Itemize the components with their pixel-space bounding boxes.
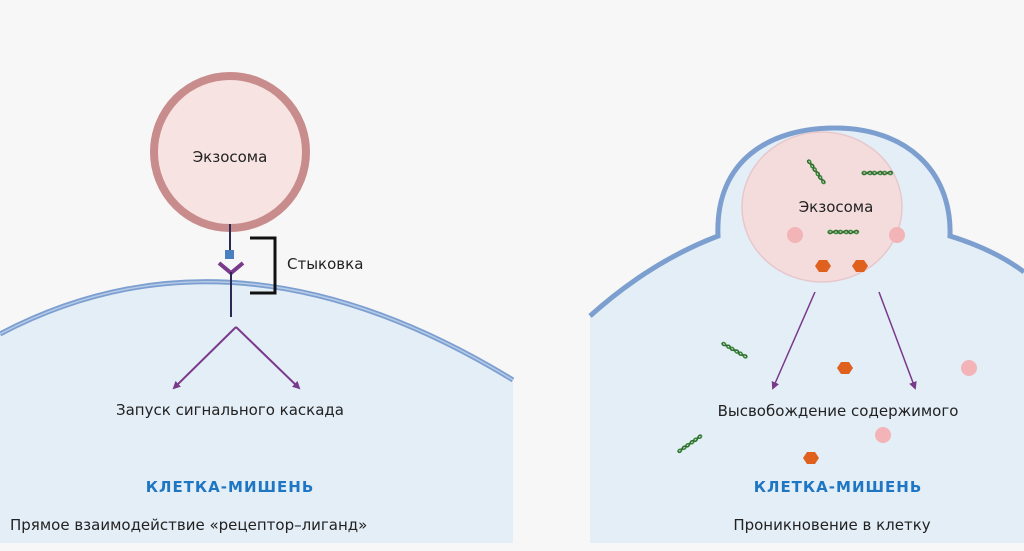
protein-pink-icon <box>961 360 977 376</box>
docking-bracket <box>250 236 277 295</box>
signal-arrow-right <box>235 326 301 390</box>
cell-label-right: КЛЕТКА-МИШЕНЬ <box>754 478 923 496</box>
caption-left: Прямое взаимодействие «рецептор–лиганд» <box>10 516 367 534</box>
ligand-icon <box>225 250 234 259</box>
target-cell-left <box>0 281 513 543</box>
exosome-label-left: Экзосома <box>193 148 268 166</box>
protein-pink-icon <box>889 227 905 243</box>
protein-pink-icon <box>875 427 891 443</box>
protein-pink-icon <box>787 227 803 243</box>
exosome-label-right: Экзосома <box>799 198 874 216</box>
right-panel: Экзосома Высвобождение содержимого КЛЕТК… <box>588 125 1024 543</box>
docking-label: Стыковка <box>287 255 363 273</box>
left-panel: Экзосома Стыковка Запуск сигнального кас… <box>0 72 515 543</box>
cascade-label: Запуск сигнального каскада <box>116 401 344 419</box>
target-cell-right <box>590 128 1024 543</box>
release-arrow-right <box>878 291 917 390</box>
receptor-icon <box>217 261 245 276</box>
dna-icon <box>827 229 860 235</box>
exosome-right <box>741 131 903 283</box>
cell-membrane-right <box>588 125 1024 318</box>
caption-right: Проникновение в клетку <box>733 516 930 534</box>
signal-arrow-left <box>172 326 237 390</box>
cell-label-left: КЛЕТКА-МИШЕНЬ <box>146 478 315 496</box>
release-arrow-left <box>771 291 816 390</box>
dna-icon <box>861 170 894 176</box>
release-label: Высвобождение содержимого <box>718 402 959 420</box>
